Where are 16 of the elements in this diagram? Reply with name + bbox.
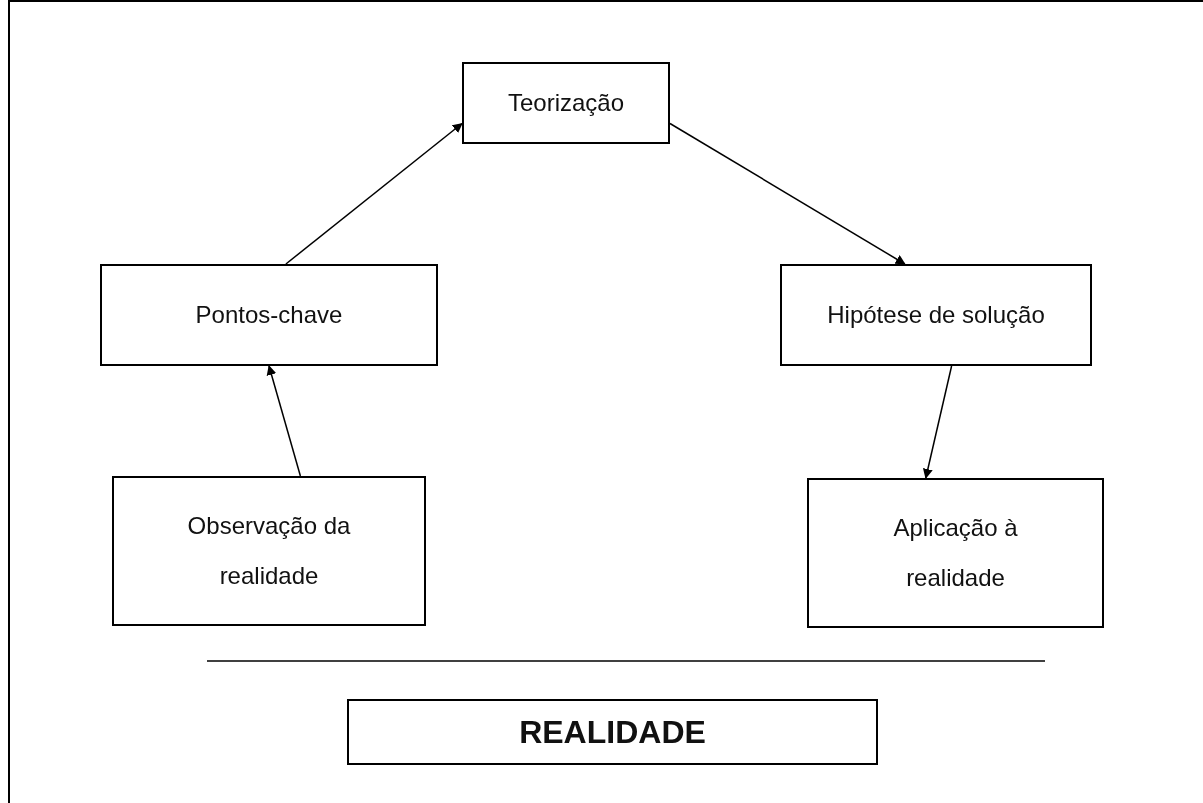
box-label: Teorização (507, 87, 625, 118)
process-box (780, 264, 1092, 366)
process-box (100, 264, 438, 366)
box-label: REALIDADE (519, 712, 706, 752)
process-box (462, 62, 670, 144)
arrow (922, 365, 953, 479)
box-label: Hipótese de solução (827, 299, 1045, 330)
process-box (112, 476, 426, 626)
box-label: Pontos-chave (195, 299, 343, 330)
arrow (285, 122, 463, 265)
arrow (266, 365, 302, 477)
arrow (669, 122, 906, 265)
box-label: Observação da realidade (186, 510, 352, 591)
base-box (347, 699, 878, 765)
process-box (807, 478, 1104, 628)
box-label: Aplicação à realidade (892, 512, 1019, 593)
